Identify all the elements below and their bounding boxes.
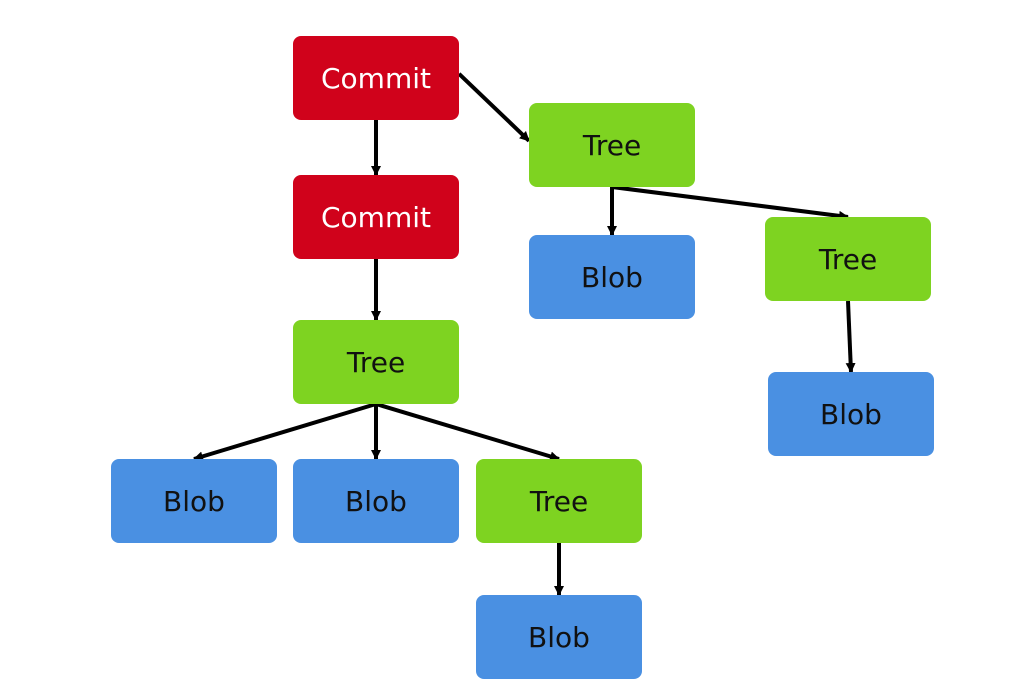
node-label: Blob (820, 397, 882, 431)
node-label: Tree (582, 128, 642, 162)
node-label: Tree (529, 484, 589, 518)
tree-node: Tree (293, 320, 459, 404)
node-label: Blob (163, 484, 225, 518)
tree-node: Tree (529, 103, 695, 187)
node-label: Blob (528, 620, 590, 654)
arrow-tree_top-to-tree_right (611, 185, 849, 221)
blob-node: Blob (529, 235, 695, 319)
node-label: Blob (581, 260, 643, 294)
tree-node: Tree (765, 217, 931, 301)
tree-node: Tree (476, 459, 642, 543)
commit-node: Commit (293, 36, 459, 120)
commit-node: Commit (293, 175, 459, 259)
node-label: Tree (818, 242, 878, 276)
arrow-tree_mid-to-blob_a (193, 402, 377, 462)
blob-node: Blob (476, 595, 642, 679)
node-label: Tree (346, 345, 406, 379)
node-label: Blob (345, 484, 407, 518)
blob-node: Blob (111, 459, 277, 543)
node-label: Commit (321, 61, 431, 95)
arrow-tree_mid-to-tree_low (375, 402, 560, 462)
arrow-commit1-to-tree_top (457, 72, 531, 143)
arrow-tree_right-to-blob_right (845, 300, 856, 373)
node-label: Commit (321, 200, 431, 234)
blob-node: Blob (768, 372, 934, 456)
blob-node: Blob (293, 459, 459, 543)
